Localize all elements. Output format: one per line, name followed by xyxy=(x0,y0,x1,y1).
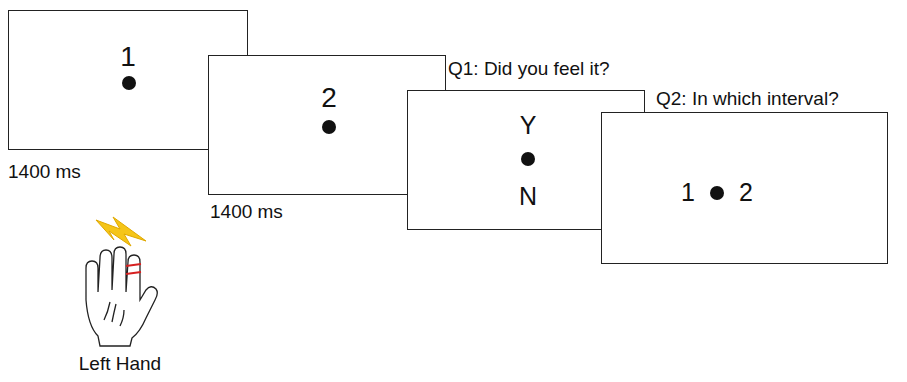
screen-text: 2 xyxy=(321,83,337,114)
duration-label: 1400 ms xyxy=(8,162,81,183)
fixation-dot xyxy=(122,76,136,90)
fixation-dot xyxy=(521,152,535,166)
electrode-rings xyxy=(126,264,141,274)
screen-text: 2 xyxy=(739,179,753,207)
fixation-dot xyxy=(710,186,724,200)
screen-heading: Q1: Did you feel it? xyxy=(448,59,610,80)
duration-label: 1400 ms xyxy=(210,202,283,223)
screen-heading: Q2: In which interval? xyxy=(656,89,839,110)
screen-text: Y xyxy=(520,112,537,140)
hand-label: Left Hand xyxy=(79,354,161,375)
stimulus-bolt xyxy=(96,217,146,246)
hand-outline xyxy=(86,247,157,346)
screen-text: 1 xyxy=(120,42,136,73)
screen-text: N xyxy=(519,183,537,211)
screen-text: 1 xyxy=(681,179,695,207)
fixation-dot xyxy=(322,120,336,134)
screen-frame: Q2: In which interval?12 xyxy=(601,112,888,264)
